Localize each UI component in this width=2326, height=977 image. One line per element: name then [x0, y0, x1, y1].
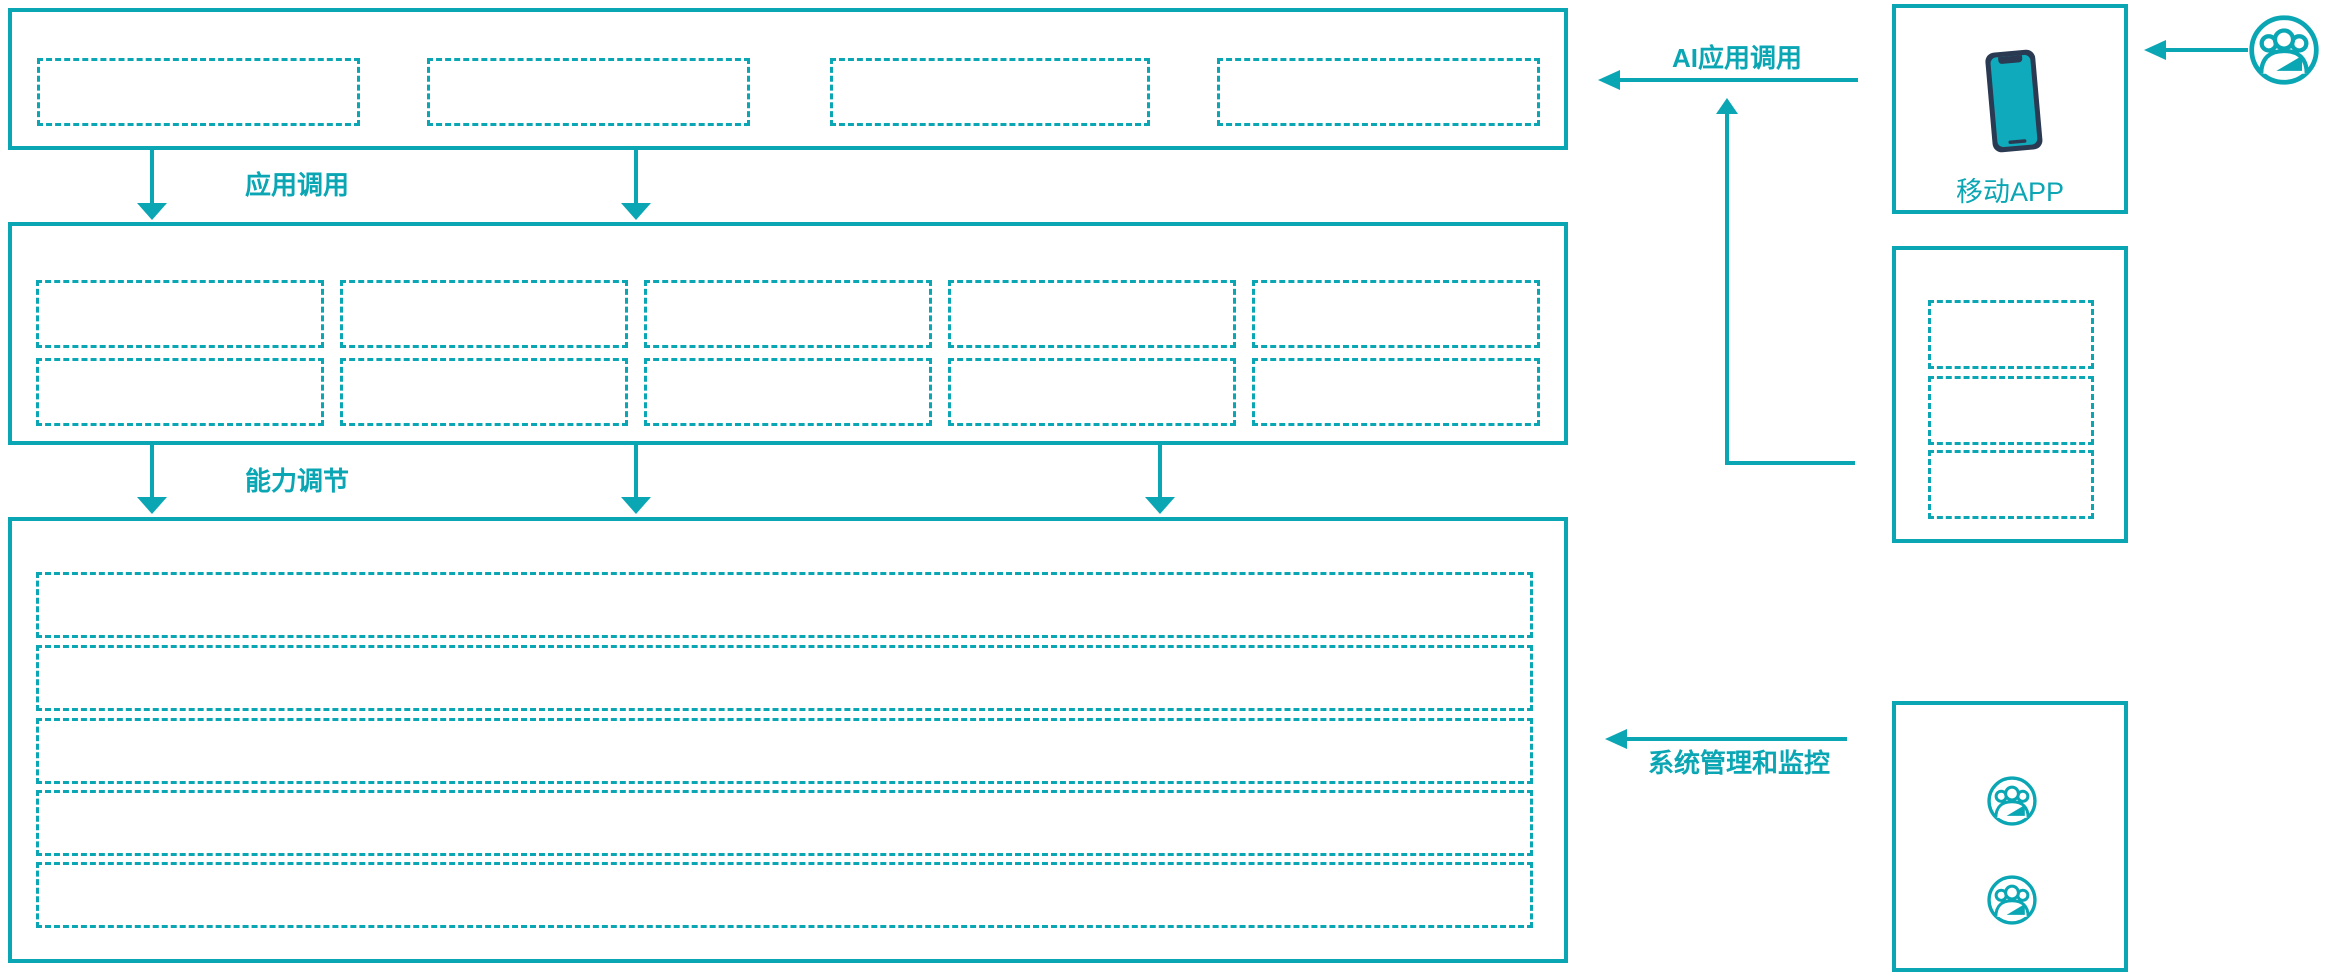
capability-slot-placeholder [644, 358, 932, 426]
arrow-line [150, 150, 154, 204]
mobile-app-label: 移动APP [1955, 177, 2065, 207]
arrow-left-icon [2144, 40, 2166, 60]
capability-slot-placeholder [340, 280, 628, 348]
arrow-down-icon [137, 497, 167, 514]
capability-slot-placeholder [340, 358, 628, 426]
arrow-up-icon [1716, 98, 1738, 114]
app-slot-placeholder [830, 58, 1150, 126]
users-group-icon [1987, 776, 2037, 826]
smartphone-icon [1985, 49, 2043, 153]
ai-app-call-label: AI应用调用 [1672, 43, 1803, 73]
capability-slot-placeholder [1252, 280, 1540, 348]
arrow-left-icon [1605, 729, 1627, 749]
arrow-line [634, 445, 638, 498]
app-slot-placeholder [37, 58, 360, 126]
arrow-down-icon [621, 497, 651, 514]
elbow-connector-vertical [1725, 113, 1729, 465]
arrow-line [1158, 445, 1162, 498]
platform-row-placeholder [36, 645, 1533, 711]
ai-call-arrow-line [1620, 78, 1858, 82]
platform-row-placeholder [36, 572, 1533, 638]
elbow-connector-horizontal [1725, 461, 1855, 465]
platform-row-placeholder [36, 718, 1533, 784]
capability-slot-placeholder [1252, 358, 1540, 426]
platform-row-placeholder [36, 862, 1533, 928]
arrow-down-icon [1145, 497, 1175, 514]
arrow-down-icon [621, 203, 651, 220]
arrow-down-icon [137, 203, 167, 220]
capability-adjust-label: 能力调节 [245, 466, 350, 496]
capability-slot-placeholder [36, 280, 324, 348]
system-monitor-arrow-line [1627, 737, 1847, 741]
users-group-icon [1987, 875, 2037, 925]
capability-slot-placeholder [948, 358, 1236, 426]
capability-slot-placeholder [36, 358, 324, 426]
system-monitor-label: 系统管理和监控 [1648, 748, 1831, 778]
users-group-icon [2249, 15, 2319, 85]
sdk-slot-placeholder [1928, 300, 2094, 369]
arrow-left-icon [1598, 70, 1620, 90]
arrow-line [634, 150, 638, 204]
mobile-app-box: 移动APP [1892, 4, 2128, 214]
sdk-slot-placeholder [1928, 450, 2094, 519]
sdk-slot-placeholder [1928, 376, 2094, 445]
app-call-label: 应用调用 [245, 170, 350, 200]
arrow-line [150, 445, 154, 498]
monitor-panel-box [1892, 701, 2128, 972]
capability-slot-placeholder [948, 280, 1236, 348]
capability-slot-placeholder [644, 280, 932, 348]
app-slot-placeholder [1217, 58, 1540, 126]
platform-row-placeholder [36, 790, 1533, 856]
user-to-app-arrow-line [2164, 48, 2248, 52]
app-slot-placeholder [427, 58, 750, 126]
